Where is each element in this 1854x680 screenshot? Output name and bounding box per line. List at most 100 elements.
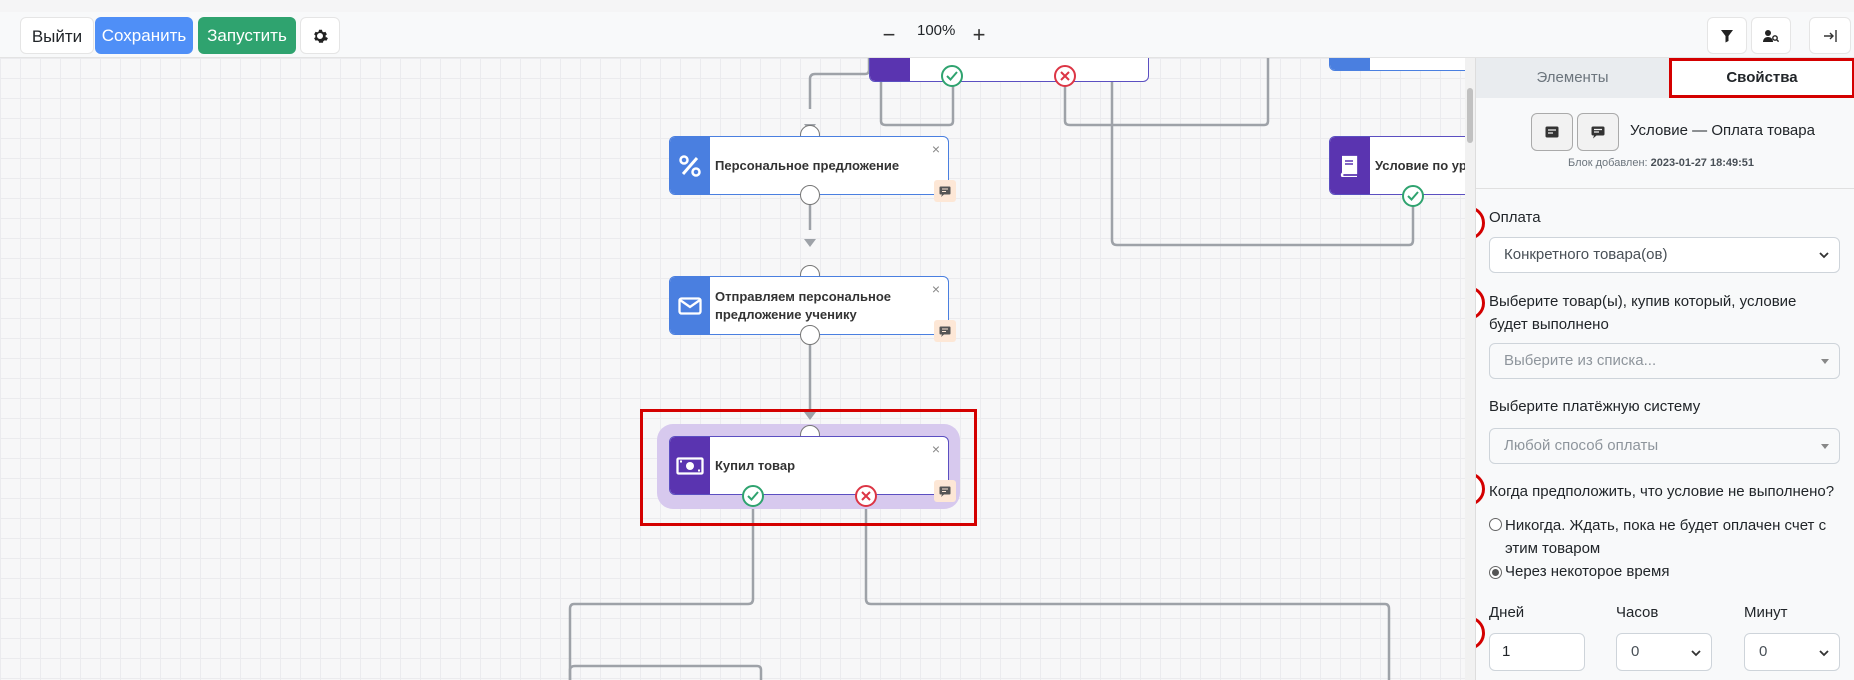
node-top-right-partial[interactable] — [1329, 58, 1475, 71]
tab-properties[interactable]: Свойства — [1669, 58, 1854, 98]
block-added-value: 2023-01-27 18:49:51 — [1650, 157, 1755, 169]
product-select-placeholder: Выберите из списка... — [1504, 352, 1657, 369]
delete-node-button[interactable]: × — [931, 141, 940, 157]
comment-button[interactable] — [934, 320, 956, 342]
radio-never-text: Никогда. Ждать, пока не будет оплачен сч… — [1505, 517, 1827, 557]
exit-panel-icon — [1824, 29, 1837, 42]
scrollbar-thumb[interactable] — [1467, 88, 1473, 143]
hours-select[interactable]: 0 — [1616, 633, 1712, 671]
gear-icon — [314, 29, 328, 43]
save-button[interactable]: Сохранить — [95, 17, 193, 54]
settings-button[interactable] — [300, 17, 340, 54]
minutes-select-value: 0 — [1759, 643, 1768, 660]
product-select[interactable]: Выберите из списка... — [1489, 343, 1840, 379]
node-icon-strip — [670, 277, 710, 334]
node-top-partial[interactable] — [869, 58, 1149, 82]
payment-select[interactable]: Конкретного товара(ов) — [1489, 237, 1840, 273]
comment-button[interactable] — [934, 480, 956, 502]
node-title: Купил товар — [715, 457, 796, 473]
port-output[interactable] — [800, 185, 820, 205]
run-button[interactable]: Запустить — [198, 17, 296, 54]
delete-node-button[interactable]: × — [931, 441, 940, 457]
chevron-down-icon — [1819, 650, 1829, 657]
when-label: Когда предположить, что условие не выпол… — [1489, 483, 1835, 500]
port-success[interactable] — [1402, 185, 1424, 207]
check-icon — [946, 71, 958, 81]
zoom-level: 100% — [917, 22, 956, 39]
port-success[interactable] — [742, 485, 764, 507]
radio-never[interactable] — [1489, 518, 1502, 531]
port-success[interactable] — [941, 65, 963, 87]
book-icon — [1340, 155, 1358, 177]
hours-select-value: 0 — [1631, 643, 1640, 660]
money-icon — [676, 456, 704, 475]
selection-highlight — [640, 409, 977, 526]
node-top-right-icon-strip — [1330, 58, 1370, 70]
marker-4: 4 — [1476, 616, 1485, 650]
comment-button[interactable] — [934, 180, 956, 202]
port-fail[interactable] — [1054, 65, 1076, 87]
node-icon-strip — [1330, 137, 1370, 194]
card-icon — [1545, 126, 1559, 138]
envelope-icon — [678, 296, 702, 315]
block-added: Блок добавлен: 2023-01-27 18:49:51 — [1568, 157, 1754, 169]
collapse-panel-button[interactable] — [1809, 17, 1851, 54]
top-toolbar: Выйти Сохранить Запустить − 100% + — [0, 12, 1854, 58]
radio-never-label[interactable]: Никогда. Ждать, пока не будет оплачен сч… — [1505, 514, 1845, 560]
user-search-button[interactable] — [1751, 17, 1791, 54]
zoom-out-button[interactable]: − — [882, 22, 896, 47]
percent-icon — [679, 154, 701, 177]
minutes-select[interactable]: 0 — [1744, 633, 1840, 671]
x-icon — [861, 491, 871, 501]
node-condition-level[interactable]: Условие по уро — [1329, 136, 1475, 195]
radio-after-label[interactable]: Через некоторое время — [1505, 563, 1670, 580]
product-label: Выберите товар(ы), купив который, услови… — [1489, 293, 1797, 333]
node-title: Персональное предложение — [715, 157, 900, 173]
block-card-button[interactable] — [1531, 113, 1573, 151]
paysys-label: Выберите платёжную систему — [1489, 398, 1701, 415]
days-label: Дней — [1489, 604, 1525, 621]
node-icon-strip — [670, 437, 710, 494]
check-icon — [747, 491, 759, 501]
zoom-in-button[interactable]: + — [972, 22, 986, 47]
node-top-icon-strip — [870, 58, 910, 81]
exit-button[interactable]: Выйти — [20, 17, 94, 54]
minutes-label: Минут — [1744, 604, 1788, 621]
payment-select-value: Конкретного товара(ов) — [1504, 246, 1668, 263]
x-icon — [1060, 71, 1070, 81]
marker-2: 2 — [1476, 286, 1485, 320]
panel-tabs: Элементы Свойства — [1476, 58, 1854, 98]
payment-label: Оплата — [1489, 209, 1541, 226]
paysys-select-value: Любой способ оплаты — [1504, 437, 1659, 454]
chevron-down-icon — [1691, 650, 1701, 657]
caret-down-icon — [1821, 444, 1829, 449]
caret-down-icon — [1821, 359, 1829, 364]
flow-canvas[interactable]: Персональное предложение × Отправляем пе… — [0, 58, 1475, 680]
days-input[interactable]: 1 — [1489, 633, 1585, 671]
check-icon — [1407, 191, 1419, 201]
tab-elements[interactable]: Элементы — [1536, 69, 1609, 86]
comment-icon — [939, 326, 951, 337]
delete-node-button[interactable]: × — [931, 281, 940, 297]
node-title: Отправляем персональное предложение учен… — [715, 288, 892, 322]
node-icon-strip — [670, 137, 710, 194]
marker-3: 3 — [1476, 472, 1485, 506]
port-fail[interactable] — [855, 485, 877, 507]
node-bought-product[interactable]: Купил товар × — [669, 436, 949, 495]
connector-lines — [568, 58, 1415, 680]
properties-panel: Элементы Свойства Условие — Оплата товар… — [1475, 58, 1854, 680]
block-added-label: Блок добавлен: — [1568, 157, 1648, 169]
chevron-down-icon — [1819, 252, 1829, 259]
marker-1: 1 — [1476, 206, 1485, 240]
filter-button[interactable] — [1707, 17, 1747, 54]
paysys-select[interactable]: Любой способ оплаты — [1489, 428, 1840, 464]
comment-icon — [939, 186, 951, 197]
radio-after-time[interactable] — [1489, 566, 1502, 579]
canvas-scrollbar[interactable] — [1465, 58, 1475, 680]
filter-icon — [1721, 29, 1733, 42]
node-title: Условие по уро — [1375, 157, 1475, 173]
comment-icon — [939, 486, 951, 497]
block-comment-button[interactable] — [1577, 113, 1619, 151]
port-output[interactable] — [800, 325, 820, 345]
user-search-icon — [1763, 29, 1779, 42]
